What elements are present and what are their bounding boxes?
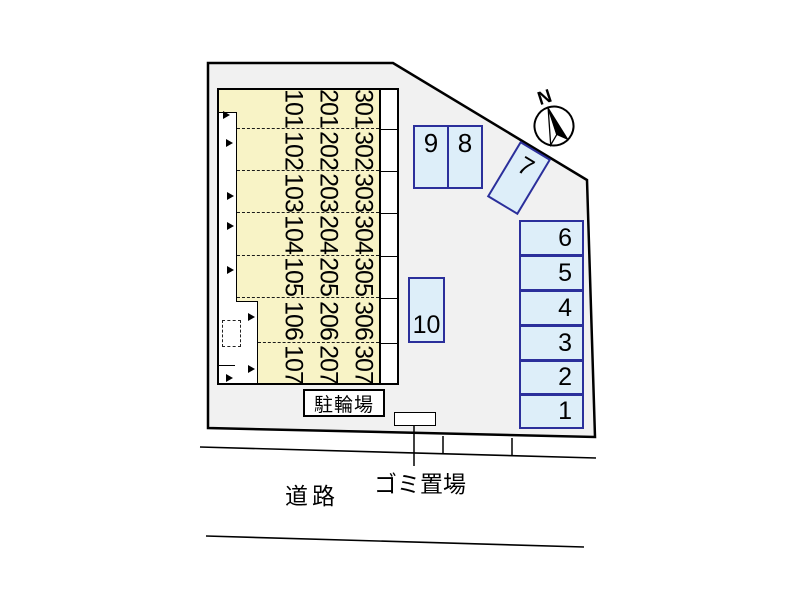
room-label-104: 104: [279, 215, 308, 254]
unit-divider-dashed: [237, 212, 379, 213]
balcony-divider: [381, 171, 397, 172]
unit-divider-dashed: [258, 342, 379, 343]
corridor-step-line: [219, 365, 235, 366]
bicycle-parking-label-box: 駐輪場: [303, 389, 385, 417]
balcony-divider: [381, 298, 397, 299]
room-label-102: 102: [279, 131, 308, 170]
entrance-arrow-icon: [223, 111, 230, 119]
garbage-box: [394, 412, 436, 426]
north-label: N: [535, 86, 555, 110]
room-label-305: 305: [349, 257, 378, 296]
road-far-edge-line: [205, 535, 585, 548]
room-label-304: 304: [349, 215, 378, 254]
parking-space-6: 6: [519, 220, 584, 256]
room-label-206: 206: [314, 301, 343, 340]
room-label-105: 105: [279, 257, 308, 296]
room-label-302: 302: [349, 131, 378, 170]
stair-dashed-box: [222, 320, 241, 347]
room-label-103: 103: [279, 173, 308, 212]
parking-space-2: 2: [519, 360, 584, 395]
parking-space-4: 4: [519, 290, 584, 326]
parking-space-3: 3: [519, 325, 584, 361]
compass-needle-east-half: [547, 107, 570, 141]
entrance-arrow-icon: [227, 192, 234, 200]
room-label-107: 107: [279, 345, 308, 384]
entrance-arrow-icon: [227, 266, 234, 274]
room-label-106: 106: [279, 301, 308, 340]
room-label-207: 207: [314, 345, 343, 384]
unit-divider-dashed: [237, 128, 379, 129]
room-label-204: 204: [314, 215, 343, 254]
balcony-divider: [381, 256, 397, 257]
north-compass-icon: N: [533, 86, 575, 148]
parking-space-10-number: 10: [412, 311, 441, 339]
parking-space-7-rect: [486, 140, 552, 216]
road-near-edge-line: [199, 446, 597, 459]
parking-space-7: 7: [486, 140, 552, 216]
room-label-202: 202: [314, 131, 343, 170]
corridor-step-line: [237, 301, 258, 302]
entrance-arrow-icon: [248, 365, 255, 373]
entrance-arrow-icon: [226, 374, 233, 382]
entrance-arrow-icon: [227, 222, 234, 230]
balcony-divider: [381, 129, 397, 130]
road-label: 道路: [285, 483, 339, 509]
balcony-divider: [381, 343, 397, 344]
room-label-307: 307: [349, 345, 378, 384]
parking-space-9: 9: [423, 128, 439, 158]
parking-pair-block: 9 8: [413, 125, 483, 189]
parking-space-8: 8: [447, 127, 481, 187]
bicycle-parking-label: 駐輪場: [313, 394, 374, 416]
entrance-arrow-icon: [226, 139, 233, 147]
garbage-area-label: ゴミ置場: [374, 471, 466, 497]
balcony-strip: [379, 90, 397, 383]
unit-divider-dashed: [237, 297, 379, 298]
room-label-303: 303: [349, 173, 378, 212]
parking-space-10: 10: [408, 277, 445, 343]
room-label-101: 101: [279, 89, 308, 128]
parking-space-1: 1: [519, 394, 584, 429]
room-label-203: 203: [314, 173, 343, 212]
room-label-201: 201: [314, 89, 343, 128]
unit-divider-dashed: [237, 255, 379, 256]
room-label-306: 306: [349, 301, 378, 340]
room-label-301: 301: [349, 89, 378, 128]
balcony-divider: [381, 213, 397, 214]
room-label-205: 205: [314, 257, 343, 296]
parking-space-5: 5: [519, 255, 584, 291]
unit-divider-dashed: [237, 170, 379, 171]
entrance-arrow-icon: [248, 313, 255, 321]
